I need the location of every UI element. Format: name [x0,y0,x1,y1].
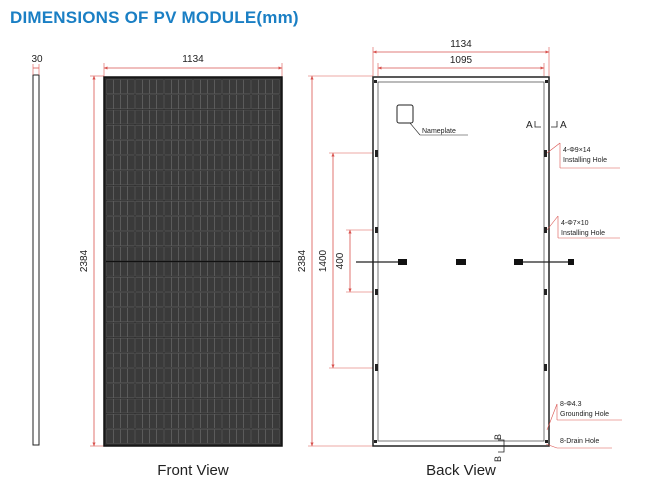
drain-hole-label: 8-Drain Hole [560,438,599,445]
side-thickness-label: 30 [31,54,43,65]
hole-spacing-inner-label: 400 [335,252,346,269]
installing-hole-2-name: Installing Hole [561,230,605,237]
installing-hole-2-spec: 4-Φ7×10 [561,220,589,227]
nameplate-box [396,104,414,124]
hole-spacing-outer-label: 1400 [318,249,329,272]
back-width-outer-label: 1134 [450,39,472,50]
grounding-hole-name: Grounding Hole [560,411,609,418]
installing-hole-1-name: Installing Hole [563,157,607,164]
nameplate-label: Nameplate [422,128,456,135]
front-height-label: 2384 [79,249,90,272]
back-height-label: 2384 [297,249,308,272]
section-a-right: A [560,120,567,131]
page-title: DIMENSIONS OF PV MODULE(mm) [10,8,299,27]
cell-grid [106,79,280,444]
side-view: 30 [31,54,43,446]
installing-hole-1-spec: 4-Φ9×14 [563,147,591,154]
section-b-bottom: B [493,456,503,462]
back-width-inner-label: 1095 [450,55,473,66]
back-view-label: Back View [426,462,496,479]
front-view: 1134 2384 Front View [79,54,283,479]
section-b-top: B [493,434,503,440]
grounding-hole-spec: 8-Φ4.3 [560,401,582,408]
front-view-label: Front View [157,462,229,479]
back-view: 1134 1095 2384 1400 400 [297,39,622,479]
section-a-left: A [526,120,533,131]
junction-box [456,259,466,265]
front-width-label: 1134 [182,54,204,65]
